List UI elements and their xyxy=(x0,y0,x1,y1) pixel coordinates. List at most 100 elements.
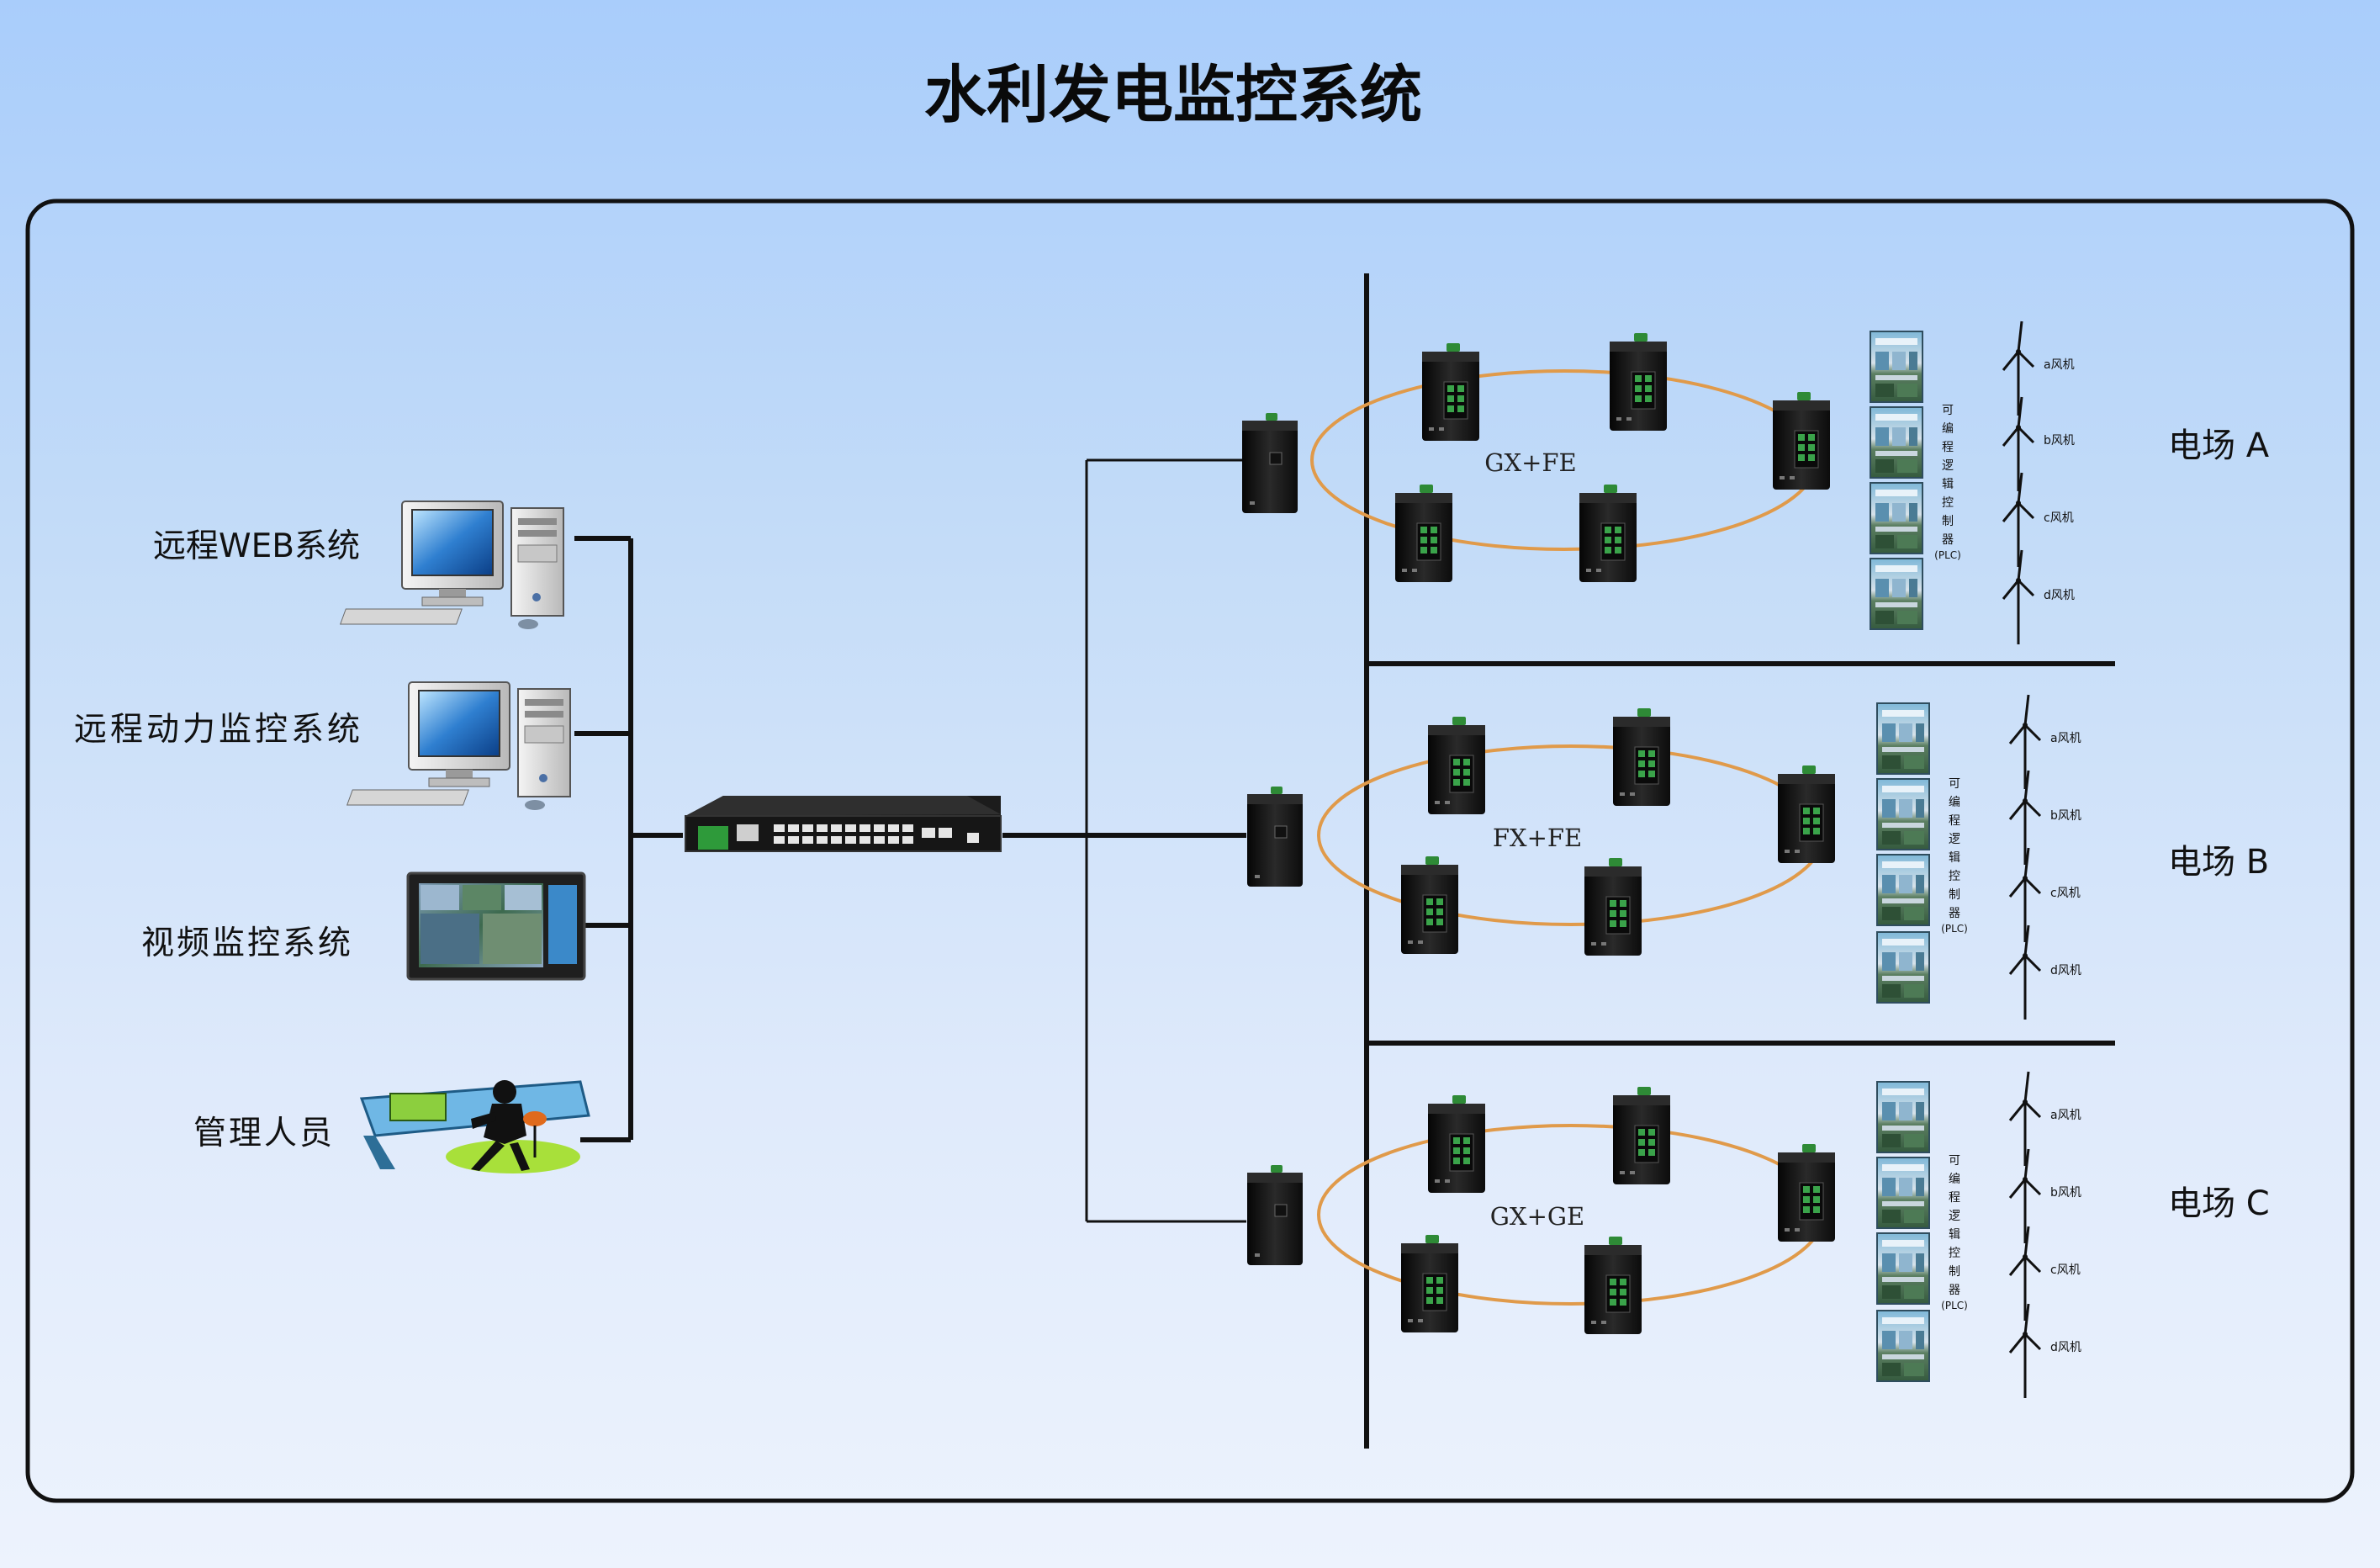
wind-turbine-icon xyxy=(2008,693,2042,791)
plc-cabinet-icon xyxy=(1870,482,1923,554)
turbine-label: a风机 xyxy=(2044,358,2075,372)
plc-label-char: 编 xyxy=(1949,796,1960,809)
industrial-switch-icon xyxy=(1584,857,1642,956)
plc-label-char: 可 xyxy=(1942,404,1954,417)
desktop-computer-icon xyxy=(346,681,571,811)
industrial-switch-icon xyxy=(1777,1143,1836,1242)
plc-label-char: 控 xyxy=(1942,496,1954,510)
plc-label-char: 辑 xyxy=(1949,851,1960,865)
plc-label-char: 逻 xyxy=(1949,833,1960,846)
plc-column-b: 可 编 程 逻 辑 控 制 器 (PLC) a风机 b风机 c风机 d风机 xyxy=(1876,693,2081,1021)
plc-label-char: 程 xyxy=(1942,441,1954,454)
turbine-label: c风机 xyxy=(2050,1263,2081,1277)
plc-label-char: 逻 xyxy=(1949,1210,1960,1223)
turbine-label: a风机 xyxy=(2050,1109,2081,1122)
plc-column-a: 可 编 程 逻 辑 控 制 器 (PLC) a风机 b风机 c风机 d风机 xyxy=(1870,320,2075,646)
video-wall-monitor-icon xyxy=(406,871,586,981)
industrial-switch-icon xyxy=(1612,707,1671,807)
turbine-label: b风机 xyxy=(2044,434,2075,448)
plc-label-suffix: (PLC) xyxy=(1941,1300,1968,1311)
turbine-label: d风机 xyxy=(2050,1341,2081,1354)
left-systems: 远程WEB系统 远程动力监控系统 视频监控系统 xyxy=(74,501,590,1173)
plc-label-char: 控 xyxy=(1949,870,1960,883)
system-label-power: 远程动力监控系统 xyxy=(74,711,363,749)
industrial-switch-icon xyxy=(1421,342,1480,442)
industrial-switch-icon xyxy=(1427,716,1486,815)
field-b: FX+FE 电场 B xyxy=(1246,707,2269,956)
plc-label-char: 器 xyxy=(1942,533,1954,547)
turbine-label: c风机 xyxy=(2050,887,2081,900)
turbine-label: d风机 xyxy=(2044,589,2075,602)
industrial-switch-icon xyxy=(1579,484,1637,583)
system-label-web: 远程WEB系统 xyxy=(153,527,360,565)
industrial-switch-icon xyxy=(1772,391,1831,490)
plc-cabinet-icon xyxy=(1870,331,1923,403)
plc-cabinet-icon xyxy=(1876,702,1930,775)
plc-label-char: 辑 xyxy=(1942,478,1954,491)
diagram-title: 水利发电监控系统 xyxy=(924,59,1422,131)
left-trunk xyxy=(574,536,683,1142)
industrial-switch-icon xyxy=(1612,1086,1671,1185)
industrial-switch-icon xyxy=(1400,856,1459,955)
industrial-switch-icon xyxy=(1394,484,1453,583)
plc-cabinet-icon xyxy=(1876,854,1930,926)
plc-label-char: 编 xyxy=(1949,1173,1960,1186)
field-label: 电场 B xyxy=(2168,843,2269,882)
ring-label: GX+GE xyxy=(1490,1202,1584,1231)
plc-label-char: 制 xyxy=(1949,1265,1960,1279)
industrial-switch-icon xyxy=(1427,1094,1486,1194)
plc-label-char: 程 xyxy=(1949,1191,1960,1205)
plc-cabinet-icon xyxy=(1876,931,1930,1004)
plc-label-char: 制 xyxy=(1949,888,1960,902)
field-a: GX+FE 电场 A xyxy=(1241,332,2270,583)
field-label: 电场 A xyxy=(2168,426,2270,465)
wind-turbine-icon xyxy=(2008,1070,2042,1168)
plc-label-char: 制 xyxy=(1942,515,1954,528)
plc-label-char: 编 xyxy=(1942,422,1954,436)
industrial-switch-icon xyxy=(1609,332,1668,432)
edge-switch-icon xyxy=(1246,786,1304,887)
turbine-label: c风机 xyxy=(2044,511,2074,525)
rack-switch-icon xyxy=(685,796,1002,852)
industrial-switch-icon xyxy=(1400,1234,1459,1333)
plc-cabinet-icon xyxy=(1876,1157,1930,1229)
turbine-label: a风机 xyxy=(2050,732,2081,745)
edge-switch-icon xyxy=(1246,1164,1304,1266)
plc-label-suffix: (PLC) xyxy=(1941,923,1968,935)
plc-label-char: 程 xyxy=(1949,814,1960,828)
turbine-label: d风机 xyxy=(2050,964,2081,977)
plc-cabinet-icon xyxy=(1876,778,1930,850)
field-branches xyxy=(1085,458,1246,1223)
ring-label: GX+FE xyxy=(1484,448,1576,477)
field-c: GX+GE 电场 C xyxy=(1246,1086,2270,1335)
plc-cabinet-icon xyxy=(1876,1232,1930,1305)
industrial-switch-icon xyxy=(1584,1236,1642,1335)
plc-cabinet-icon xyxy=(1870,558,1923,630)
plc-label-char: 器 xyxy=(1949,1284,1960,1297)
plc-label-char: 逻 xyxy=(1942,459,1954,473)
wind-turbine-icon xyxy=(2002,320,2035,417)
plc-label-char: 可 xyxy=(1949,777,1960,791)
system-label-admin: 管理人员 xyxy=(193,1115,335,1152)
plc-label-suffix: (PLC) xyxy=(1934,549,1961,561)
plc-label-char: 可 xyxy=(1949,1154,1960,1168)
plc-label-char: 辑 xyxy=(1949,1228,1960,1242)
plc-label-char: 器 xyxy=(1949,907,1960,920)
operator-console-icon xyxy=(359,1080,590,1173)
plc-label-char: 控 xyxy=(1949,1247,1960,1260)
system-label-video: 视频监控系统 xyxy=(141,924,353,962)
turbine-label: b风机 xyxy=(2050,1186,2081,1200)
ring-label: FX+FE xyxy=(1493,824,1582,852)
field-label: 电场 C xyxy=(2168,1184,2270,1223)
turbine-label: b风机 xyxy=(2050,809,2081,823)
diagram-frame xyxy=(25,199,2355,1503)
edge-switch-icon xyxy=(1241,412,1298,514)
field-separators xyxy=(1364,273,2115,1449)
plc-cabinet-icon xyxy=(1876,1310,1930,1382)
desktop-computer-icon xyxy=(339,501,564,630)
plc-cabinet-icon xyxy=(1870,406,1923,479)
plc-column-c: 可 编 程 逻 辑 控 制 器 (PLC) a风机 b风机 c风机 d风机 xyxy=(1876,1070,2081,1400)
plc-cabinet-icon xyxy=(1876,1081,1930,1153)
industrial-switch-icon xyxy=(1777,765,1836,864)
